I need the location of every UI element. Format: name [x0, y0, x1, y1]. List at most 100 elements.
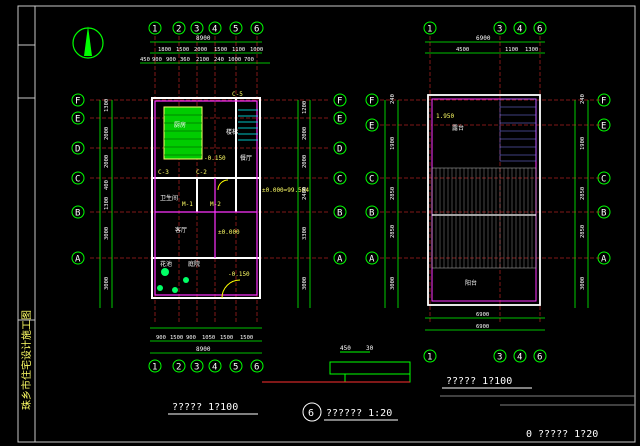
rp-left-dim-1: 1900 [390, 137, 396, 150]
left-plan-axis-bottom-6-label: 6 [254, 363, 259, 373]
right-plan-axis-left-1-label: E [369, 122, 374, 132]
rp-right-dim-4: 3000 [580, 277, 586, 290]
right-side-dim-5: 3000 [302, 277, 308, 290]
right-plan-axis-bottom-1: 3 [493, 349, 507, 363]
left-plan-axis-right-1: E [333, 111, 347, 125]
right-plan-axis-bottom-3-label: 6 [537, 353, 542, 363]
right-plan-axis-top-3: 6 [533, 21, 547, 35]
room-label-court: 庭院 [188, 260, 200, 268]
door-c5: C-5 [232, 91, 243, 98]
right-plan-axis-left-4-circle [365, 251, 379, 265]
left-plan-axis-left-3: C [71, 171, 85, 185]
right-plan-axis-left-2-circle [365, 171, 379, 185]
right-plan-axis-right-1-label: E [601, 122, 606, 132]
left-top-dim-4: 1100 [232, 47, 245, 53]
left-plan-axis-left-0: F [71, 93, 85, 107]
left-plan-axis-top-2-circle [172, 21, 186, 35]
left-plan-axis-right-5: A [333, 251, 347, 265]
right-side-dim-4: 3300 [302, 227, 308, 240]
left-top-dim2-5: 240 [214, 57, 224, 63]
left-bottom-dim-4: 1500 [220, 335, 233, 341]
left-top-dim2-0: 450 [140, 57, 150, 63]
section-detail: 450 30 6 ?????? 1:20 [262, 345, 411, 422]
room-label-wc: 卫生间 [160, 194, 178, 202]
left-plan-axis-bottom-4: 4 [208, 359, 222, 373]
left-plan-axis-right-4-label: B [337, 209, 342, 219]
right-plan-axis-bottom-3-circle [533, 349, 547, 363]
right-plan-title: ????? 1?100 [446, 376, 512, 387]
left-plan-axis-top-3: 3 [190, 21, 204, 35]
rp-bottom-dim-0: 6900 [476, 312, 489, 318]
left-plan-axis-left-0-label: F [75, 97, 80, 107]
left-plan-axis-left-3-circle [71, 171, 85, 185]
door-m2: M-2 [210, 201, 221, 208]
left-plan-axis-right-3: C [333, 171, 347, 185]
right-plan-axis-left-2-label: C [369, 175, 374, 185]
left-plan-axis-bottom-2: 2 [172, 359, 186, 373]
left-plan-bottom-total: 8900 [196, 346, 211, 353]
right-plan-axis-left-0-label: F [369, 97, 374, 107]
left-plan-axis-right-0: F [333, 93, 347, 107]
right-plan-axis-left-0: F [365, 93, 379, 107]
left-plan-axis-left-4-circle [71, 205, 85, 219]
right-plan-axis-top-1-circle [493, 21, 507, 35]
left-plan-axis-top-4-label: 4 [212, 25, 217, 35]
rp-left-dim-0: 240 [390, 94, 396, 104]
right-plan-axis-left-4-label: A [369, 255, 375, 265]
right-plan-axis-top-1: 3 [493, 21, 507, 35]
left-bottom-dim-2: 900 [186, 335, 196, 341]
left-plan-axis-bottom-3-label: 3 [194, 363, 199, 373]
left-plan-axis-right-0-label: F [337, 97, 342, 107]
detail-dim-2: 30 [366, 345, 374, 352]
right-plan-axis-top-1-label: 3 [497, 25, 502, 35]
detail-callout: 6 [308, 408, 314, 419]
left-plan-axis-top-4-circle [208, 21, 222, 35]
right-plan-axis-top-3-label: 6 [537, 25, 542, 35]
left-top-dim2-2: 900 [166, 57, 176, 63]
left-bottom-dim-1: 1500 [170, 335, 183, 341]
rp-left-dim-3: 2850 [390, 225, 396, 238]
left-plan-axis-top-5-label: 5 [233, 25, 238, 35]
left-plan-axis-right-0-circle [333, 93, 347, 107]
left-plan-axis-top-3-label: 3 [194, 25, 199, 35]
rp-right-dim-1: 1900 [580, 137, 586, 150]
left-plan-axis-left-2: D [71, 141, 85, 155]
rp-left-dim-2: 2850 [390, 187, 396, 200]
footer-text: 0 ????? 1?20 [526, 429, 598, 440]
left-top-dim2-7: 700 [244, 57, 254, 63]
left-plan-axis-left-5-circle [71, 251, 85, 265]
left-top-dim2-6: 1000 [228, 57, 241, 63]
left-plan-axis-right-5-label: A [337, 255, 343, 265]
left-side-dim-6: 3000 [104, 277, 110, 290]
right-plan-axis-left-0-circle [365, 93, 379, 107]
room-label-kitchen: 厨房 [174, 121, 186, 129]
right-plan-axis-top-2-circle [513, 21, 527, 35]
right-plan-axis-bottom-2: 4 [513, 349, 527, 363]
footer-block: 0 ????? 1?20 [440, 395, 635, 440]
left-top-dim2-3: 360 [180, 57, 190, 63]
right-side-dim-2: 2000 [302, 155, 308, 168]
rp-bottom-dim-1: 6900 [476, 324, 489, 330]
left-plan-axis-right-3-circle [333, 171, 347, 185]
left-plan-title: ????? 1?100 [172, 402, 238, 413]
left-plan-axis-top-2: 2 [172, 21, 186, 35]
balcony-hatch [499, 98, 537, 162]
left-plan-axis-right-2: D [333, 141, 347, 155]
left-plan-axis-right-4-circle [333, 205, 347, 219]
left-plan-axis-bottom-6-circle [250, 359, 264, 373]
left-side-dim-4: 1300 [104, 197, 110, 210]
elev-3: -0.150 [228, 271, 250, 278]
right-plan-axis-left-3: B [365, 205, 379, 219]
left-plan-axis-bottom-3-circle [190, 359, 204, 373]
elev-1: -0.150 [204, 155, 226, 162]
left-plan-right-axes: FE D C B A [333, 93, 347, 265]
rp-right-dim-0: 240 [580, 94, 586, 104]
left-plan-axis-left-5: A [71, 251, 85, 265]
room-label-dining: 餐厅 [240, 154, 252, 162]
left-plan-axis-right-3-label: C [337, 175, 342, 185]
left-plan-axis-bottom-3: 3 [190, 359, 204, 373]
rp-right-dim-3: 2850 [580, 225, 586, 238]
left-plan-axis-top-6-circle [250, 21, 264, 35]
left-plan-axis-bottom-6: 6 [250, 359, 264, 373]
right-side-dim-0: 1200 [302, 101, 308, 114]
